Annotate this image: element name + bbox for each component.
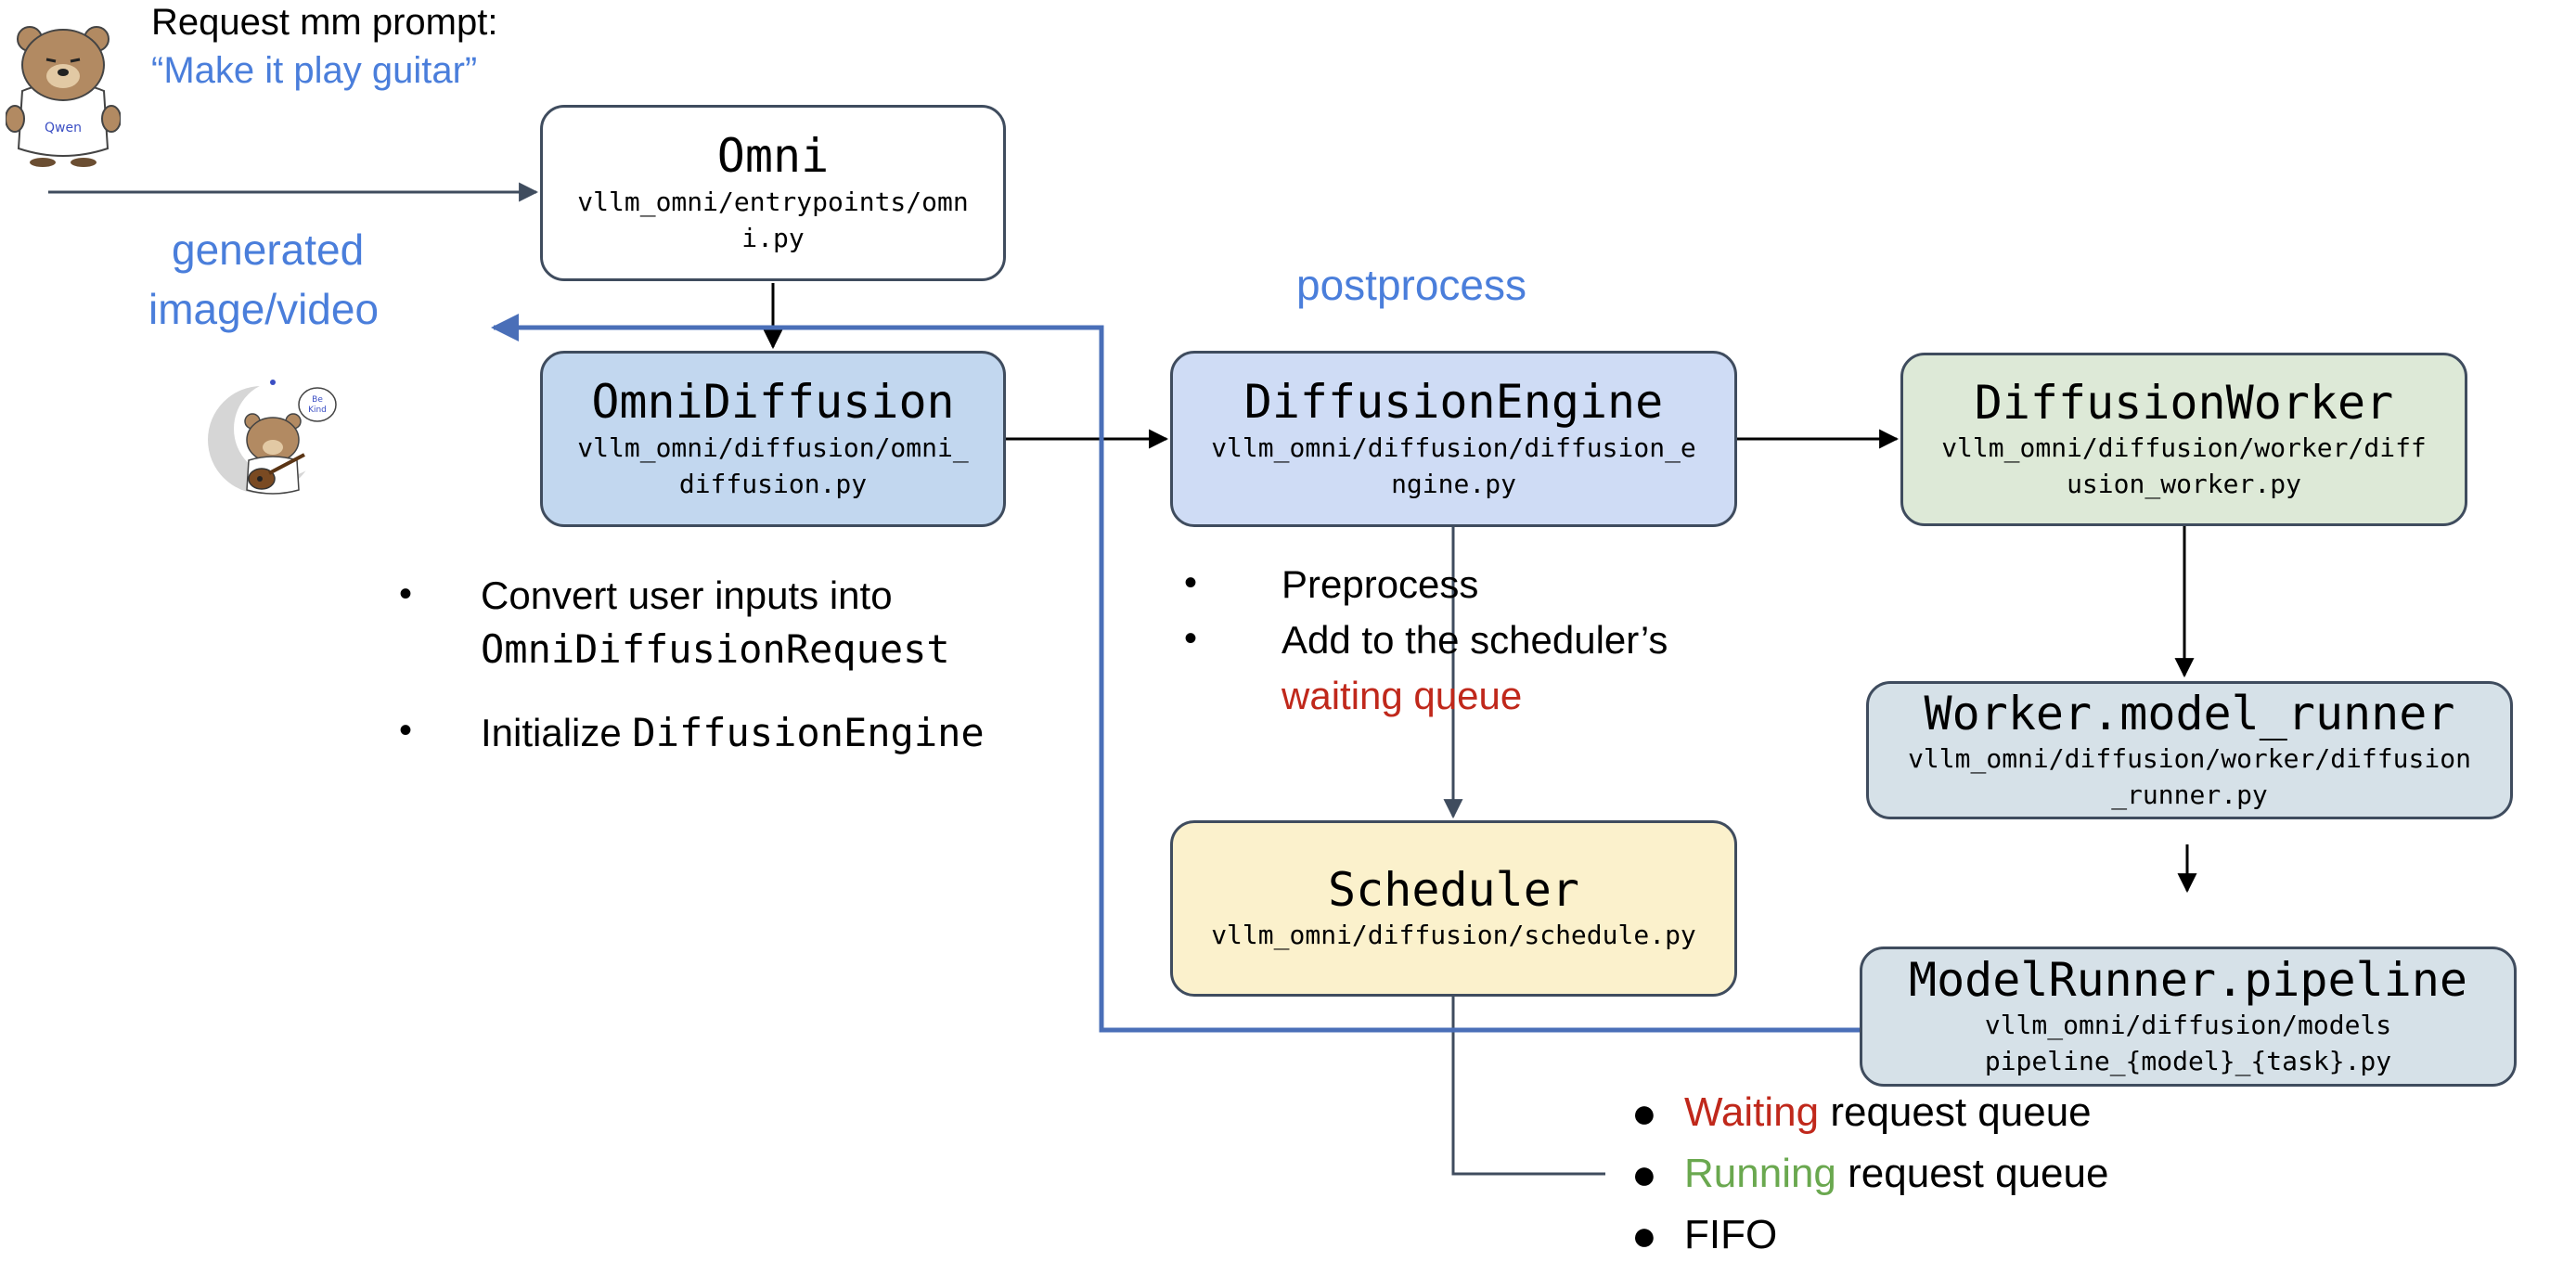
box-path: vllm_omni/diffusion/worker/diff usion_wo… (1941, 432, 2427, 500)
diffusionworker-box: DiffusionWorker vllm_omni/diffusion/work… (1900, 353, 2467, 526)
running-rest: request queue (1835, 1151, 2109, 1196)
box-path: vllm_omni/diffusion/schedule.py (1211, 920, 1696, 951)
omnidiffusion-note-1-code: OmniDiffusionRequest (481, 626, 950, 672)
guitar-bear-moon-icon: Be Kind (208, 380, 337, 495)
scheduler-note-waiting: Waiting request queue (1684, 1089, 2092, 1136)
engine-note-2: Add to the scheduler’s (1282, 618, 1668, 662)
box-title: DiffusionEngine (1243, 375, 1664, 430)
scheduler-note-fifo: FIFO (1684, 1212, 1778, 1257)
scheduler-box: Scheduler vllm_omni/diffusion/schedule.p… (1170, 820, 1737, 997)
postprocess-label: postprocess (1296, 261, 1527, 309)
svg-text:Kind: Kind (308, 406, 327, 415)
svg-text:Qwen: Qwen (45, 121, 82, 135)
engine-note-2-waiting-queue: waiting queue (1282, 674, 1523, 717)
bullet-dot: ● (1631, 1088, 1657, 1137)
omnidiffusion-box: OmniDiffusion vllm_omni/diffusion/omni_ … (540, 351, 1006, 527)
bullet-dot: • (399, 573, 413, 614)
waiting-rest: request queue (1819, 1089, 2092, 1135)
note-code: DiffusionEngine (632, 710, 985, 755)
output-label-line2: image/video (148, 285, 380, 333)
box-path: vllm_omni/diffusion/diffusion_e ngine.py (1211, 431, 1696, 499)
bullet-dot: ● (1631, 1150, 1657, 1198)
connector-scheduler-to-queues (1451, 997, 1605, 1176)
engine-note-1: Preprocess (1282, 562, 1479, 606)
waiting-word: Waiting (1684, 1089, 1820, 1135)
diffusionengine-box: DiffusionEngine vllm_omni/diffusion/diff… (1170, 351, 1737, 527)
box-title: ModelRunner.pipeline (1908, 952, 2468, 1007)
omnidiffusion-note-1: Convert user inputs into (481, 573, 893, 617)
scheduler-note-running: Running request queue (1684, 1151, 2108, 1197)
bullet-dot: • (399, 710, 413, 751)
box-title: DiffusionWorker (1974, 375, 2394, 430)
request-label: Request mm prompt: (151, 2, 498, 43)
box-path: vllm_omni/entrypoints/omn i.py (577, 186, 969, 253)
worker-modelrunner-box: Worker.model_runner vllm_omni/diffusion/… (1866, 681, 2513, 819)
qwen-bear-mascot-icon: Qwen (6, 26, 121, 167)
request-prompt: “Make it play guitar” (151, 50, 478, 91)
running-word: Running (1684, 1151, 1836, 1196)
note-prefix: Initialize (481, 711, 633, 754)
box-title: Scheduler (1328, 862, 1579, 917)
omni-box: Omni vllm_omni/entrypoints/omn i.py (540, 105, 1006, 281)
output-label-line1: generated (172, 225, 365, 274)
svg-text:Be: Be (312, 395, 323, 405)
arrow-postprocess-return (491, 314, 1860, 1033)
box-title: Omni (716, 129, 830, 184)
box-path: vllm_omni/diffusion/models pipeline_{mod… (1984, 1010, 2392, 1077)
box-path: vllm_omni/diffusion/omni_ diffusion.py (577, 431, 969, 499)
modelrunner-pipeline-box: ModelRunner.pipeline vllm_omni/diffusion… (1860, 947, 2517, 1087)
box-title: Worker.model_runner (1924, 686, 2455, 741)
bullet-dot: • (1184, 562, 1198, 603)
bullet-dot: • (1184, 618, 1198, 659)
bullet-dot: ● (1631, 1211, 1657, 1259)
box-path: vllm_omni/diffusion/worker/diffusion _ru… (1908, 743, 2471, 811)
box-title: OmniDiffusion (591, 375, 955, 430)
omnidiffusion-note-2: Initialize DiffusionEngine (481, 710, 985, 755)
